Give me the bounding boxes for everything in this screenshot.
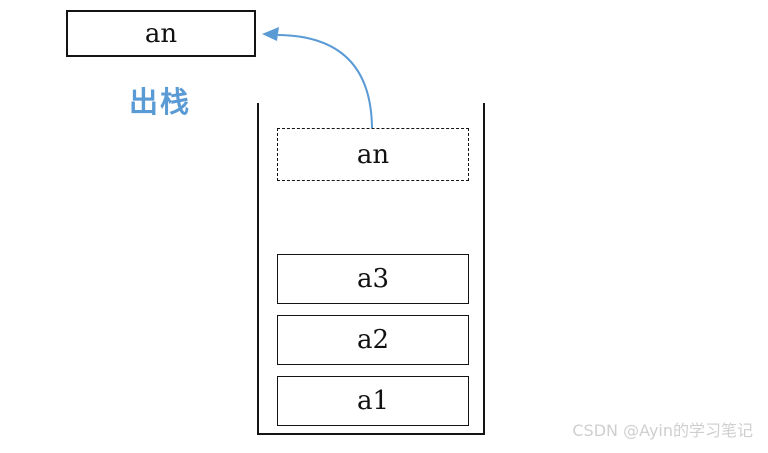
popped-item-box: an [66,10,256,57]
stack-item-label: a1 [356,386,390,416]
stack-container: an a3 a2 a1 [257,103,485,435]
stack-top-dashed-box: an [277,128,469,181]
stack-item-box: a3 [277,254,469,304]
stack-item-label: a2 [356,325,390,355]
arrowhead-icon [262,27,279,41]
popped-item-label: an [144,18,178,49]
stack-top-label: an [356,139,390,170]
stack-item-box: a2 [277,315,469,365]
stack-item-box: a1 [277,376,469,426]
pop-action-label: 出栈 [129,85,192,119]
watermark: CSDN @Ayin的学习笔记 [572,421,753,440]
stack-item-label: a3 [356,264,390,294]
